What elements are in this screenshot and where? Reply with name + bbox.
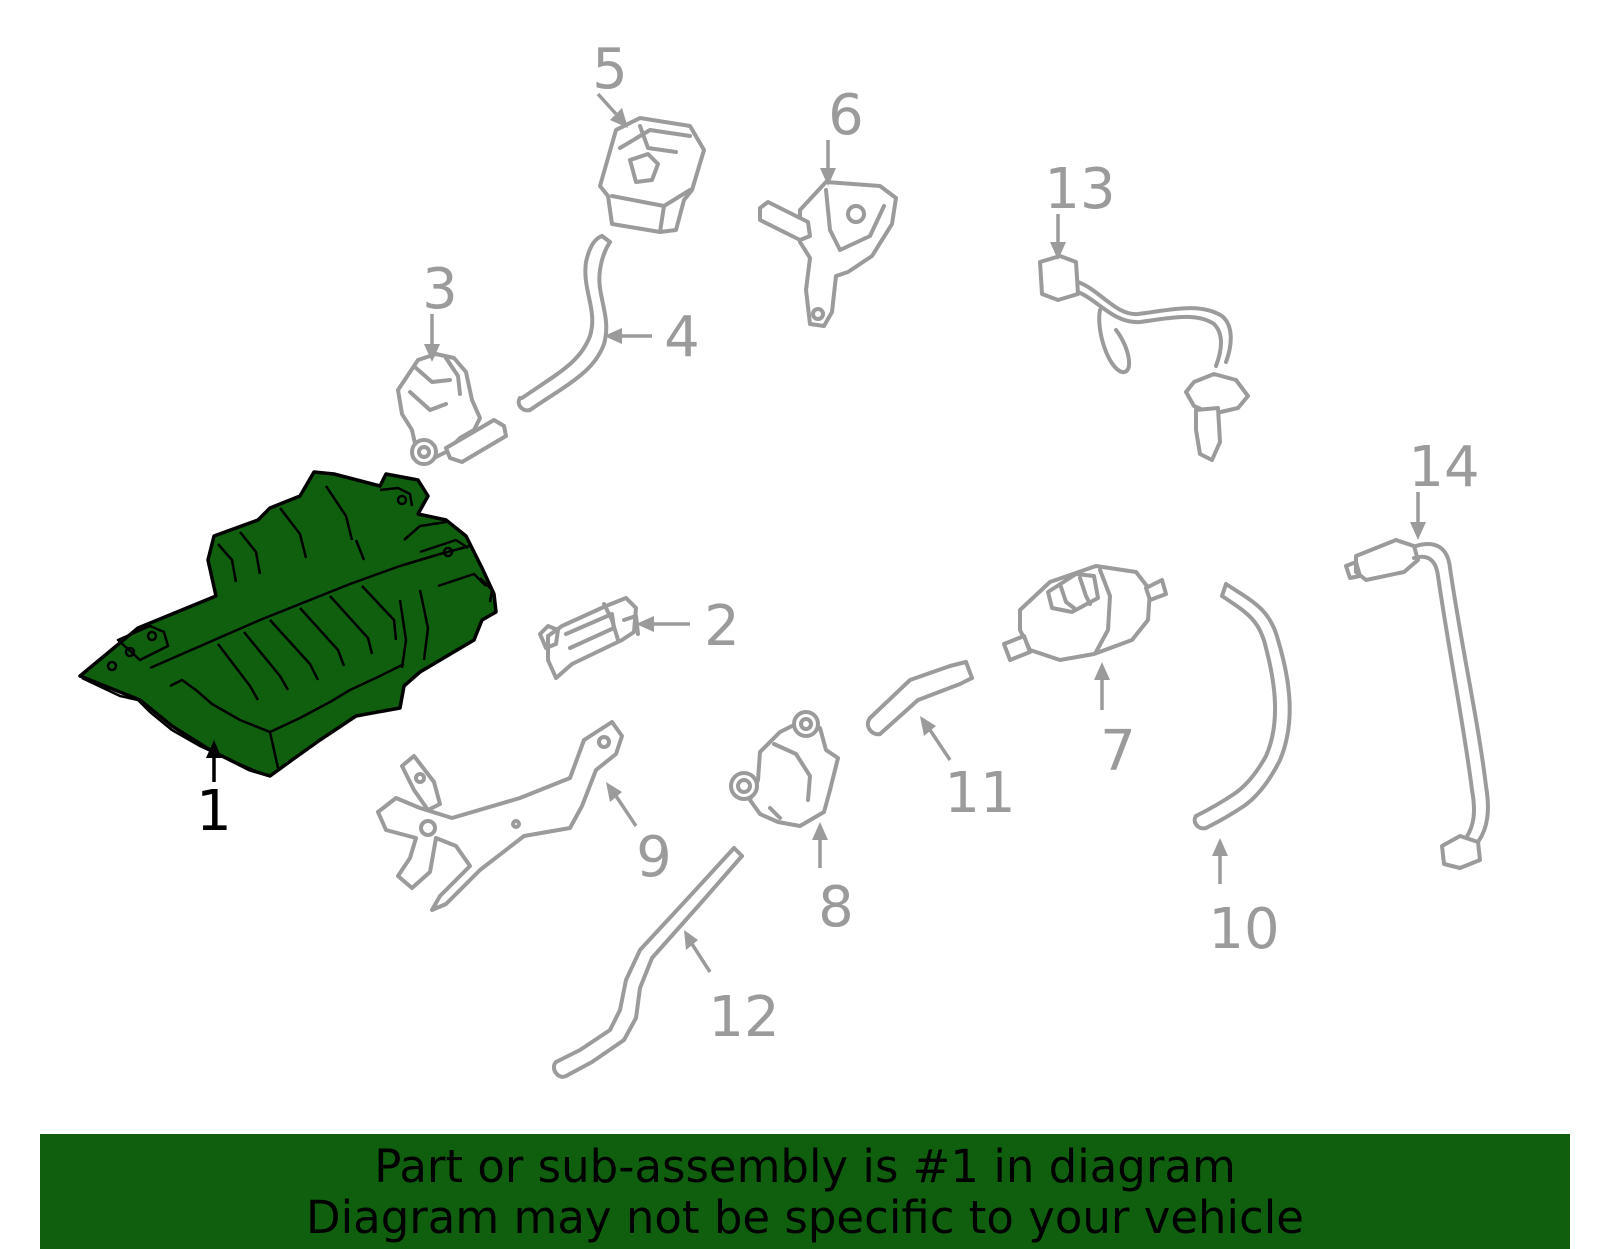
callout-leaders xyxy=(206,92,1426,973)
callout-12: 12 xyxy=(708,985,779,1050)
callout-10: 10 xyxy=(1208,897,1279,962)
part-6-valve[interactable] xyxy=(758,180,898,328)
callout-11: 11 xyxy=(944,761,1015,826)
callout-13: 13 xyxy=(1044,157,1115,222)
part-2-sensor[interactable] xyxy=(538,596,640,680)
parts-diagram: 1 2 3 4 5 6 7 8 9 10 11 12 13 14 xyxy=(78,37,1490,1079)
callout-9: 9 xyxy=(636,825,672,890)
callout-6: 6 xyxy=(828,83,864,148)
part-5-valve[interactable] xyxy=(598,116,706,234)
callout-3: 3 xyxy=(422,257,458,322)
callout-4: 4 xyxy=(664,305,700,370)
part-10-hose[interactable] xyxy=(1192,582,1292,831)
callout-7: 7 xyxy=(1100,719,1136,784)
part-13-sensor[interactable] xyxy=(1038,254,1250,462)
callout-2: 2 xyxy=(704,594,740,659)
part-4-hose[interactable] xyxy=(516,234,612,413)
callout-1: 1 xyxy=(196,779,232,844)
banner-line-1: Part or sub-assembly is #1 in diagram xyxy=(374,1139,1236,1193)
part-1-canister[interactable] xyxy=(78,470,498,778)
part-3-valve[interactable] xyxy=(396,352,508,466)
part-9-bracket[interactable] xyxy=(376,720,624,912)
callout-14: 14 xyxy=(1408,435,1479,500)
callout-numbers: 1 2 3 4 5 6 7 8 9 10 11 12 13 14 xyxy=(196,37,1479,1050)
part-7-solenoid[interactable] xyxy=(1002,564,1168,662)
part-12-hose[interactable] xyxy=(551,846,744,1079)
info-banner: Part or sub-assembly is #1 in diagram Di… xyxy=(40,1134,1570,1249)
part-14-tube[interactable] xyxy=(1344,538,1490,870)
part-8-valve[interactable] xyxy=(729,710,840,828)
banner-line-2: Diagram may not be specific to your vehi… xyxy=(306,1190,1304,1244)
callout-5: 5 xyxy=(592,37,628,102)
part-11-hose[interactable] xyxy=(865,660,974,737)
callout-8: 8 xyxy=(818,875,854,940)
